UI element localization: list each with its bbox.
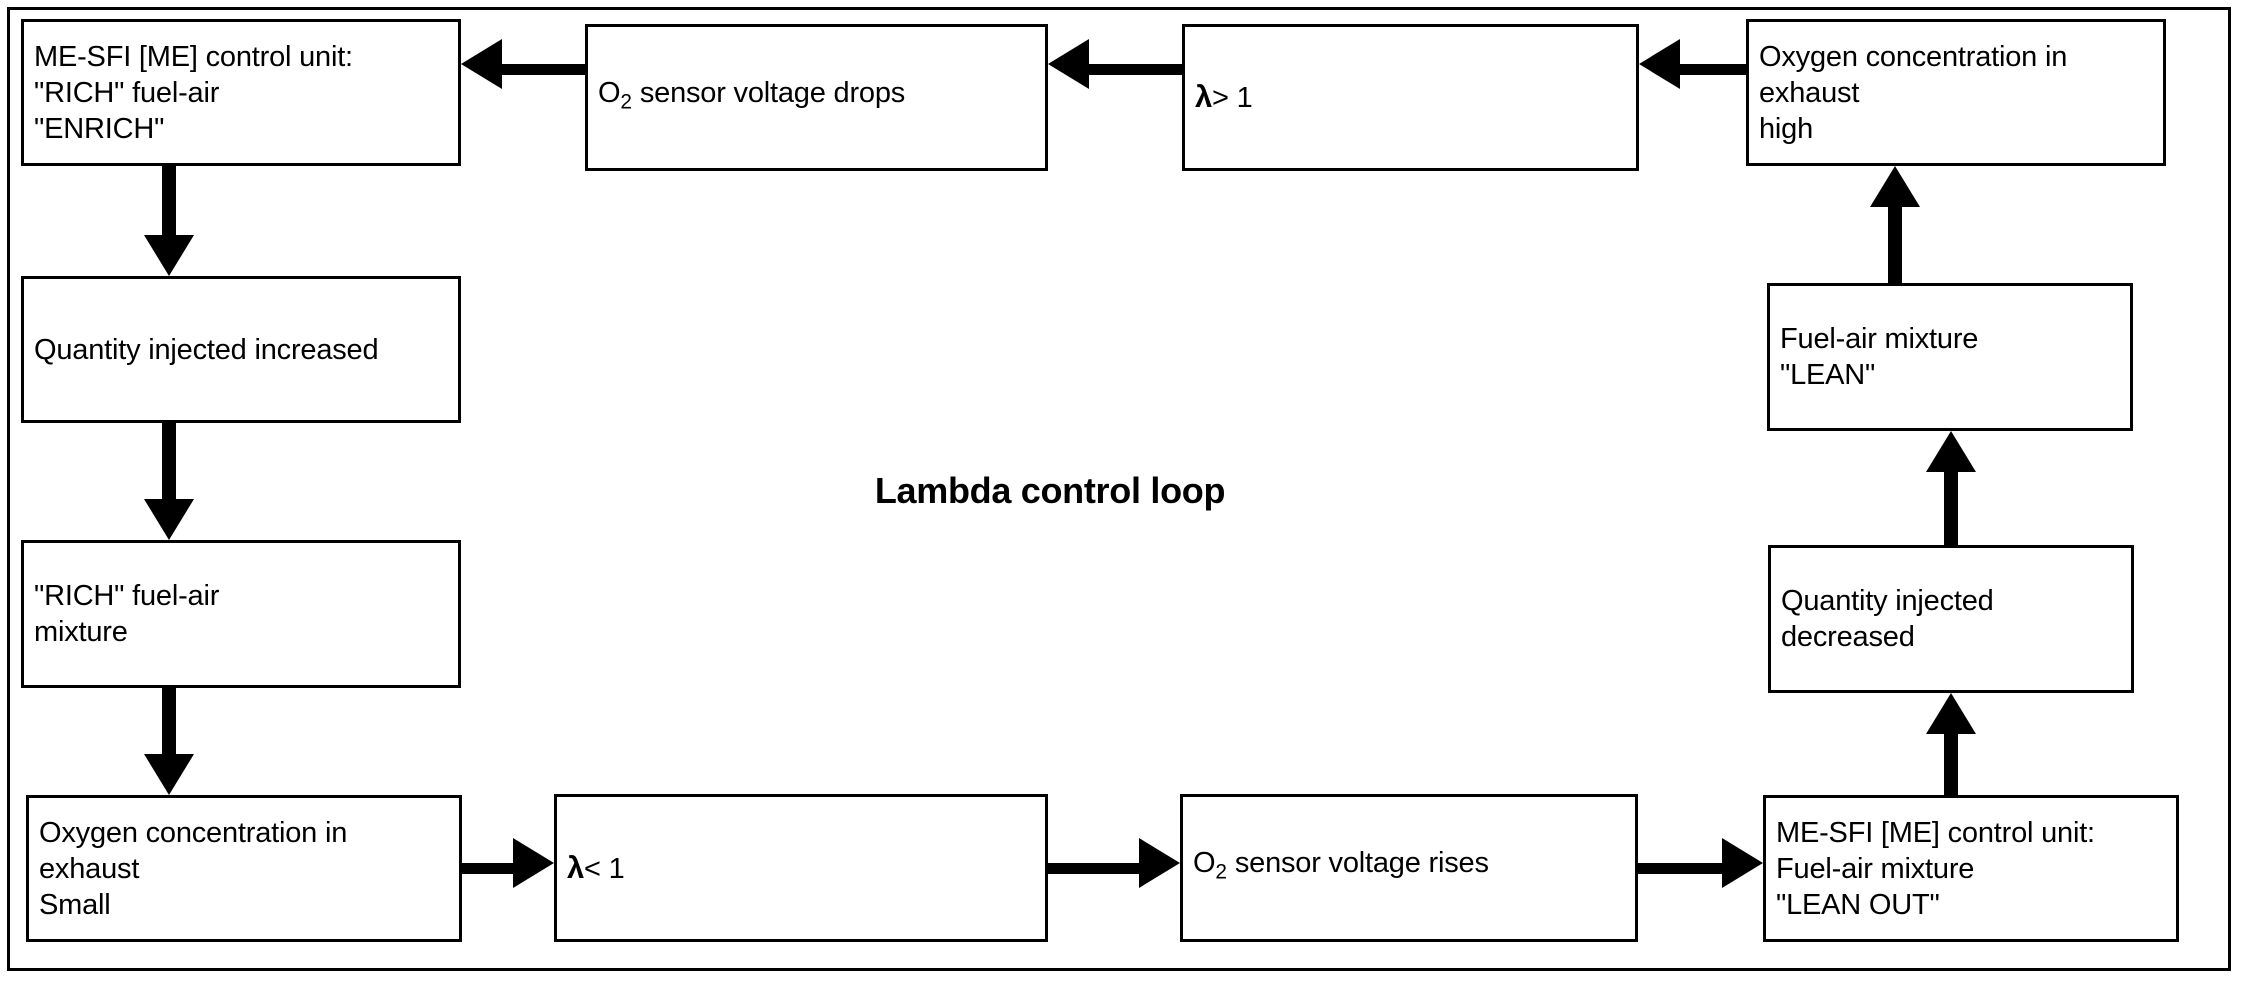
node-o2-voltage-drops: O2 sensor voltage drops (585, 24, 1048, 171)
edge-o2-rises-to-ecu-lean-out-line (1638, 863, 1722, 874)
o2-subscript-2: 2 (1215, 860, 1227, 884)
edge-oxygen-high-to-lambda-gt-arrowhead (1639, 39, 1680, 89)
node-quantity-increased: Quantity injected increased (21, 276, 461, 423)
o2-suffix: sensor voltage drops (631, 76, 906, 109)
node-rich-mixture: "RICH" fuel-air mixture (21, 540, 461, 688)
edge-quantity-increased-to-rich-mixture-arrowhead (144, 499, 194, 540)
node-lambda-less-one-label: λ< 1 (557, 850, 631, 887)
edge-lambda-gt-to-o2-drops-line (1089, 64, 1182, 75)
node-ecu-rich-label: ME-SFI [ME] control unit: "RICH" fuel-ai… (34, 40, 353, 145)
page-title: Lambda control loop (874, 470, 1226, 511)
o2-prefix-2: O (1193, 847, 1216, 880)
edge-lean-mixture-to-oxygen-high-arrowhead (1870, 166, 1920, 207)
node-ecu-lean-out-label: ME-SFI [ME] control unit: Fuel-air mixtu… (1776, 816, 2095, 921)
edge-o2-drops-to-ecu-rich-arrowhead (461, 39, 502, 89)
node-oxygen-high-label: Oxygen concentration in exhaust high (1759, 40, 2068, 145)
edge-oxygen-high-to-lambda-gt-line (1680, 64, 1746, 75)
node-o2-voltage-rises: O2 sensor voltage rises (1180, 794, 1638, 942)
lambda-comparison-2: < 1 (584, 852, 625, 885)
node-lambda-less-one: λ< 1 (554, 794, 1048, 942)
node-oxygen-small: Oxygen concentration in exhaust Small (26, 795, 462, 942)
edge-quantity-decreased-to-lean-mixture-arrowhead (1926, 431, 1976, 472)
lambda-symbol-2: λ (567, 849, 585, 885)
node-o2-voltage-drops-label: O2 sensor voltage drops (588, 75, 911, 120)
node-lambda-greater-one-label: λ> 1 (1185, 79, 1259, 116)
node-o2-voltage-rises-label: O2 sensor voltage rises (1183, 845, 1495, 890)
edge-rich-mixture-to-oxygen-small-arrowhead (144, 754, 194, 795)
edge-quantity-increased-to-rich-mixture-line (162, 423, 176, 499)
edge-o2-rises-to-ecu-lean-out-arrowhead (1722, 838, 1763, 888)
node-ecu-lean-out: ME-SFI [ME] control unit: Fuel-air mixtu… (1763, 795, 2179, 942)
edge-rich-mixture-to-oxygen-small-line (162, 688, 176, 754)
o2-suffix-2: sensor voltage rises (1226, 847, 1489, 880)
node-lambda-greater-one: λ> 1 (1182, 24, 1639, 171)
node-oxygen-high: Oxygen concentration in exhaust high (1746, 19, 2166, 166)
node-ecu-rich: ME-SFI [ME] control unit: "RICH" fuel-ai… (21, 19, 461, 166)
lambda-symbol: λ (1195, 79, 1213, 114)
o2-subscript: 2 (620, 90, 632, 114)
outer-frame (7, 7, 2231, 971)
edge-lambda-lt-to-o2-rises-line (1048, 863, 1139, 874)
lambda-comparison: > 1 (1212, 82, 1253, 114)
node-quantity-increased-label: Quantity injected increased (34, 333, 379, 366)
edge-lean-mixture-to-oxygen-high-line (1888, 207, 1902, 284)
node-quantity-decreased-label: Quantity injected decreased (1781, 585, 1994, 653)
node-quantity-decreased: Quantity injected decreased (1768, 545, 2134, 693)
node-oxygen-small-label: Oxygen concentration in exhaust Small (39, 816, 348, 921)
node-rich-mixture-label: "RICH" fuel-air mixture (34, 580, 220, 648)
edge-ecu-rich-to-quantity-increased-line (162, 166, 176, 235)
o2-prefix: O (598, 76, 621, 109)
edge-lambda-lt-to-o2-rises-arrowhead (1139, 838, 1180, 888)
edge-ecu-rich-to-quantity-increased-arrowhead (144, 235, 194, 276)
node-lean-mixture: Fuel-air mixture "LEAN" (1767, 283, 2133, 431)
node-lean-mixture-label: Fuel-air mixture "LEAN" (1780, 323, 1979, 391)
edge-ecu-lean-out-to-quantity-decreased-arrowhead (1926, 693, 1976, 734)
edge-oxygen-small-to-lambda-lt-arrowhead (513, 838, 554, 888)
edge-ecu-lean-out-to-quantity-decreased-line (1944, 734, 1958, 796)
edge-oxygen-small-to-lambda-lt-line (462, 863, 513, 874)
edge-o2-drops-to-ecu-rich-line (502, 64, 585, 75)
edge-quantity-decreased-to-lean-mixture-line (1944, 472, 1958, 546)
edge-lambda-gt-to-o2-drops-arrowhead (1048, 39, 1089, 89)
